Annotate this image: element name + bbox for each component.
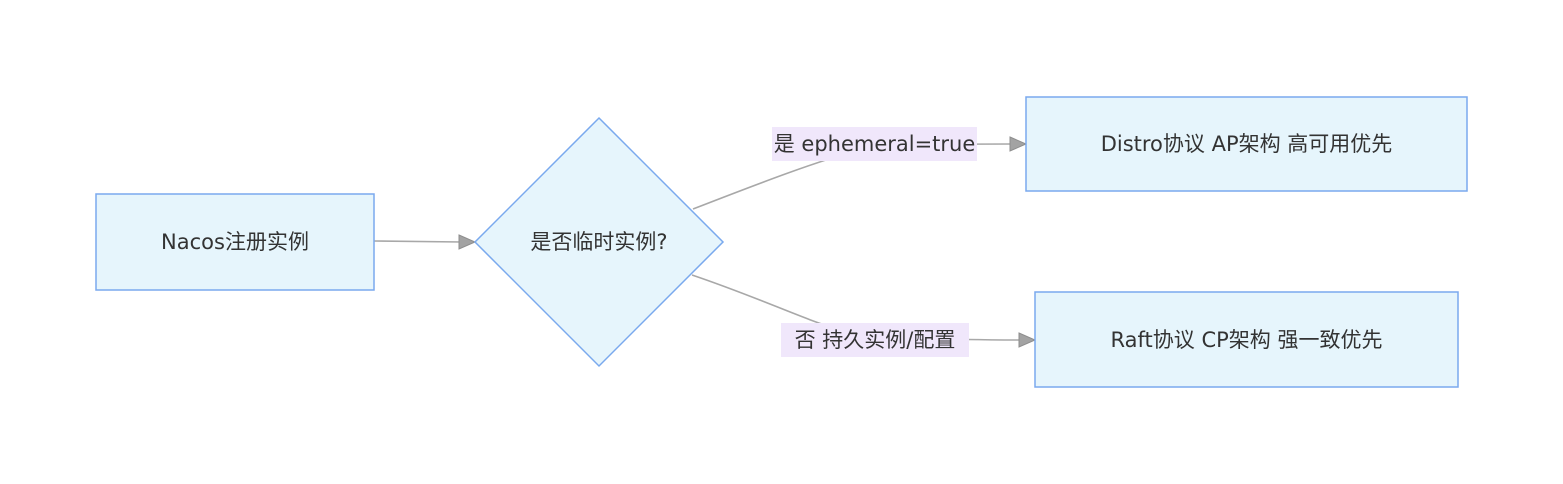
edge-label-yes: 是 ephemeral=true: [772, 127, 977, 161]
node-raft: Raft协议 CP架构 强一致优先: [1034, 291, 1459, 388]
node-distro-label: Distro协议 AP架构 高可用优先: [1101, 132, 1393, 156]
node-distro: Distro协议 AP架构 高可用优先: [1025, 96, 1468, 192]
edge-label-no-text: 否 持久实例/配置: [795, 328, 956, 352]
node-decision: 是否临时实例?: [473, 116, 725, 368]
arrow-head: [458, 234, 477, 250]
node-decision-label: 是否临时实例?: [530, 230, 667, 254]
node-start-label: Nacos注册实例: [161, 230, 309, 254]
edge-label-no: 否 持久实例/配置: [781, 323, 969, 357]
arrow-head: [1009, 136, 1028, 152]
node-raft-label: Raft协议 CP架构 强一致优先: [1111, 328, 1383, 352]
edge-label-yes-text: 是 ephemeral=true: [774, 132, 976, 156]
arrow-head: [1018, 332, 1037, 348]
node-start: Nacos注册实例: [95, 193, 375, 291]
edge-start-to-decision: [373, 240, 463, 243]
